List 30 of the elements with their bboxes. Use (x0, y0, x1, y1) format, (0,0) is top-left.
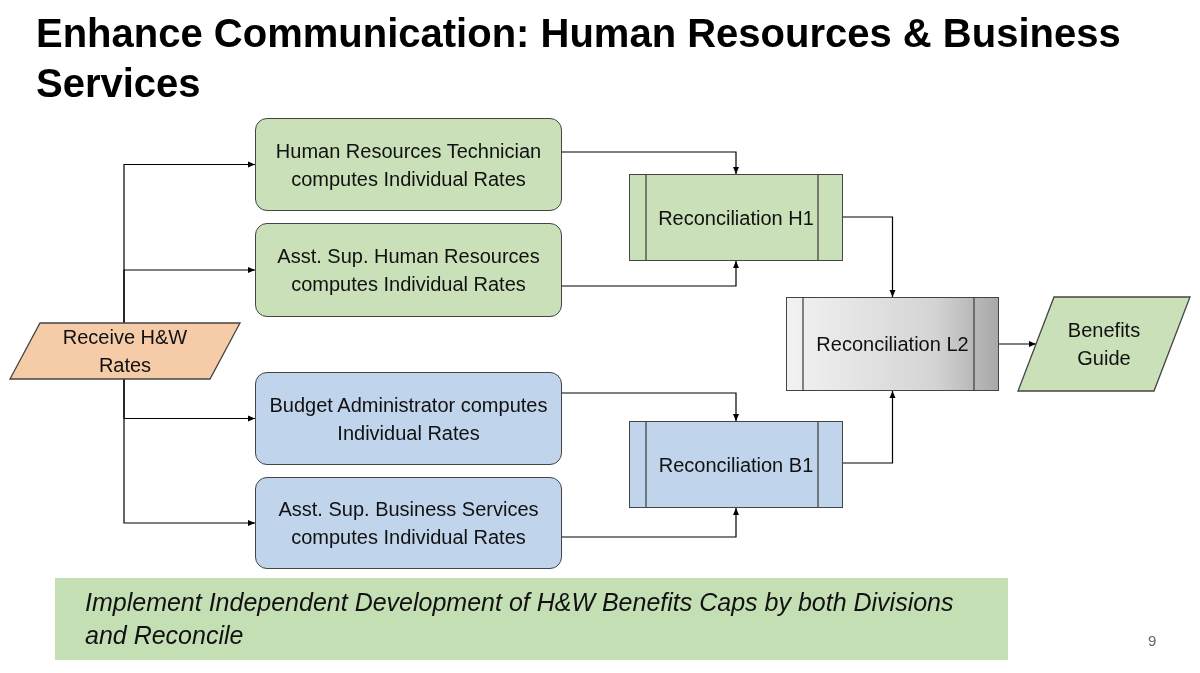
process-box (255, 372, 562, 465)
connector-arrow (842, 390, 896, 464)
box-label: Reconciliation H1 (658, 205, 814, 231)
connector-arrow (123, 378, 256, 526)
box-label: Human Resources Technician computes Individual Rates (274, 138, 543, 192)
box-label: Reconciliation L2 (816, 332, 969, 357)
process-box (255, 118, 562, 211)
box-label: Asst. Sup. Business Services computes Individual Rates (277, 497, 540, 550)
box-label: Reconciliation B1 (658, 452, 814, 478)
data-parallelogram (10, 323, 240, 379)
page-number: 9 (1148, 632, 1157, 649)
note-banner: Implement Independent Development of H&W Benefits Caps by both Divisions and Reconcile (55, 578, 1008, 660)
process-box (255, 477, 562, 569)
box-label: Asst. Sup. Human Resources computes Individual Rates (276, 244, 541, 297)
connector-arrow (561, 507, 739, 538)
connector-arrow (561, 151, 739, 175)
box-label: Budget Administrator computes Individual Rates (268, 392, 549, 446)
predefined-process-box (629, 421, 843, 508)
connector-arrow (561, 260, 739, 287)
box-label: Receive H&W Rates (61, 325, 189, 378)
connector-arrow (998, 341, 1037, 347)
connector-arrow (123, 267, 256, 324)
process-box (255, 223, 562, 317)
predefined-process-box (786, 297, 999, 391)
connector-arrow (842, 216, 896, 298)
box-label: Benefits Guide (1066, 318, 1142, 371)
data-parallelogram (1018, 297, 1190, 391)
predefined-process-box (629, 174, 843, 261)
slide-title: Enhance Communication: Human Resources & Business Services (36, 10, 1122, 107)
connector-arrow (561, 392, 739, 422)
